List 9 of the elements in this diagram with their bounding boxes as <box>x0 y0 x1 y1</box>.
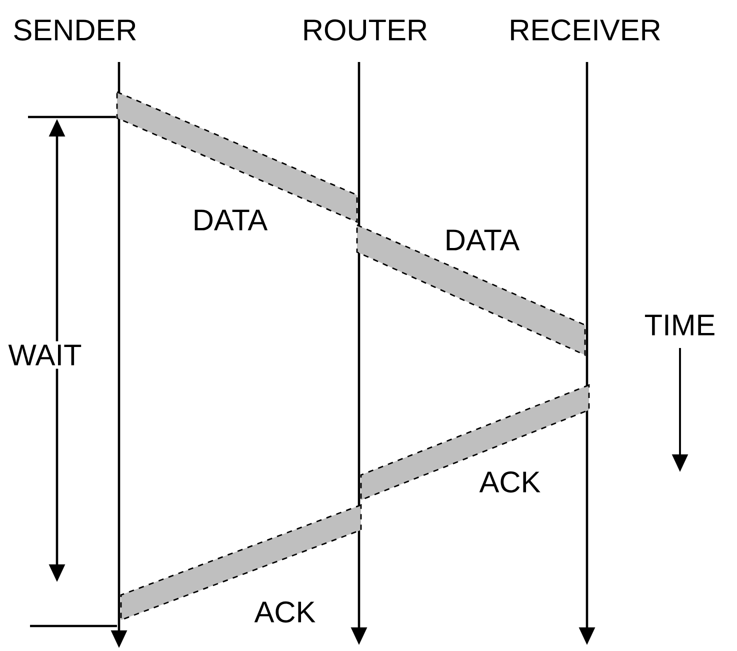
edge-label: ACK <box>252 600 318 624</box>
edge-label: ACK <box>478 470 542 494</box>
lifeline-label: ROUTER <box>304 19 427 41</box>
edge-label: DATA <box>190 208 270 232</box>
axis-label: TIME <box>640 311 720 339</box>
lifeline-label: RECEIVER <box>511 19 660 41</box>
edge-label: DATA <box>442 228 522 252</box>
lifeline-label: SENDER <box>14 19 136 41</box>
dimension-label: WAIT <box>4 341 86 369</box>
